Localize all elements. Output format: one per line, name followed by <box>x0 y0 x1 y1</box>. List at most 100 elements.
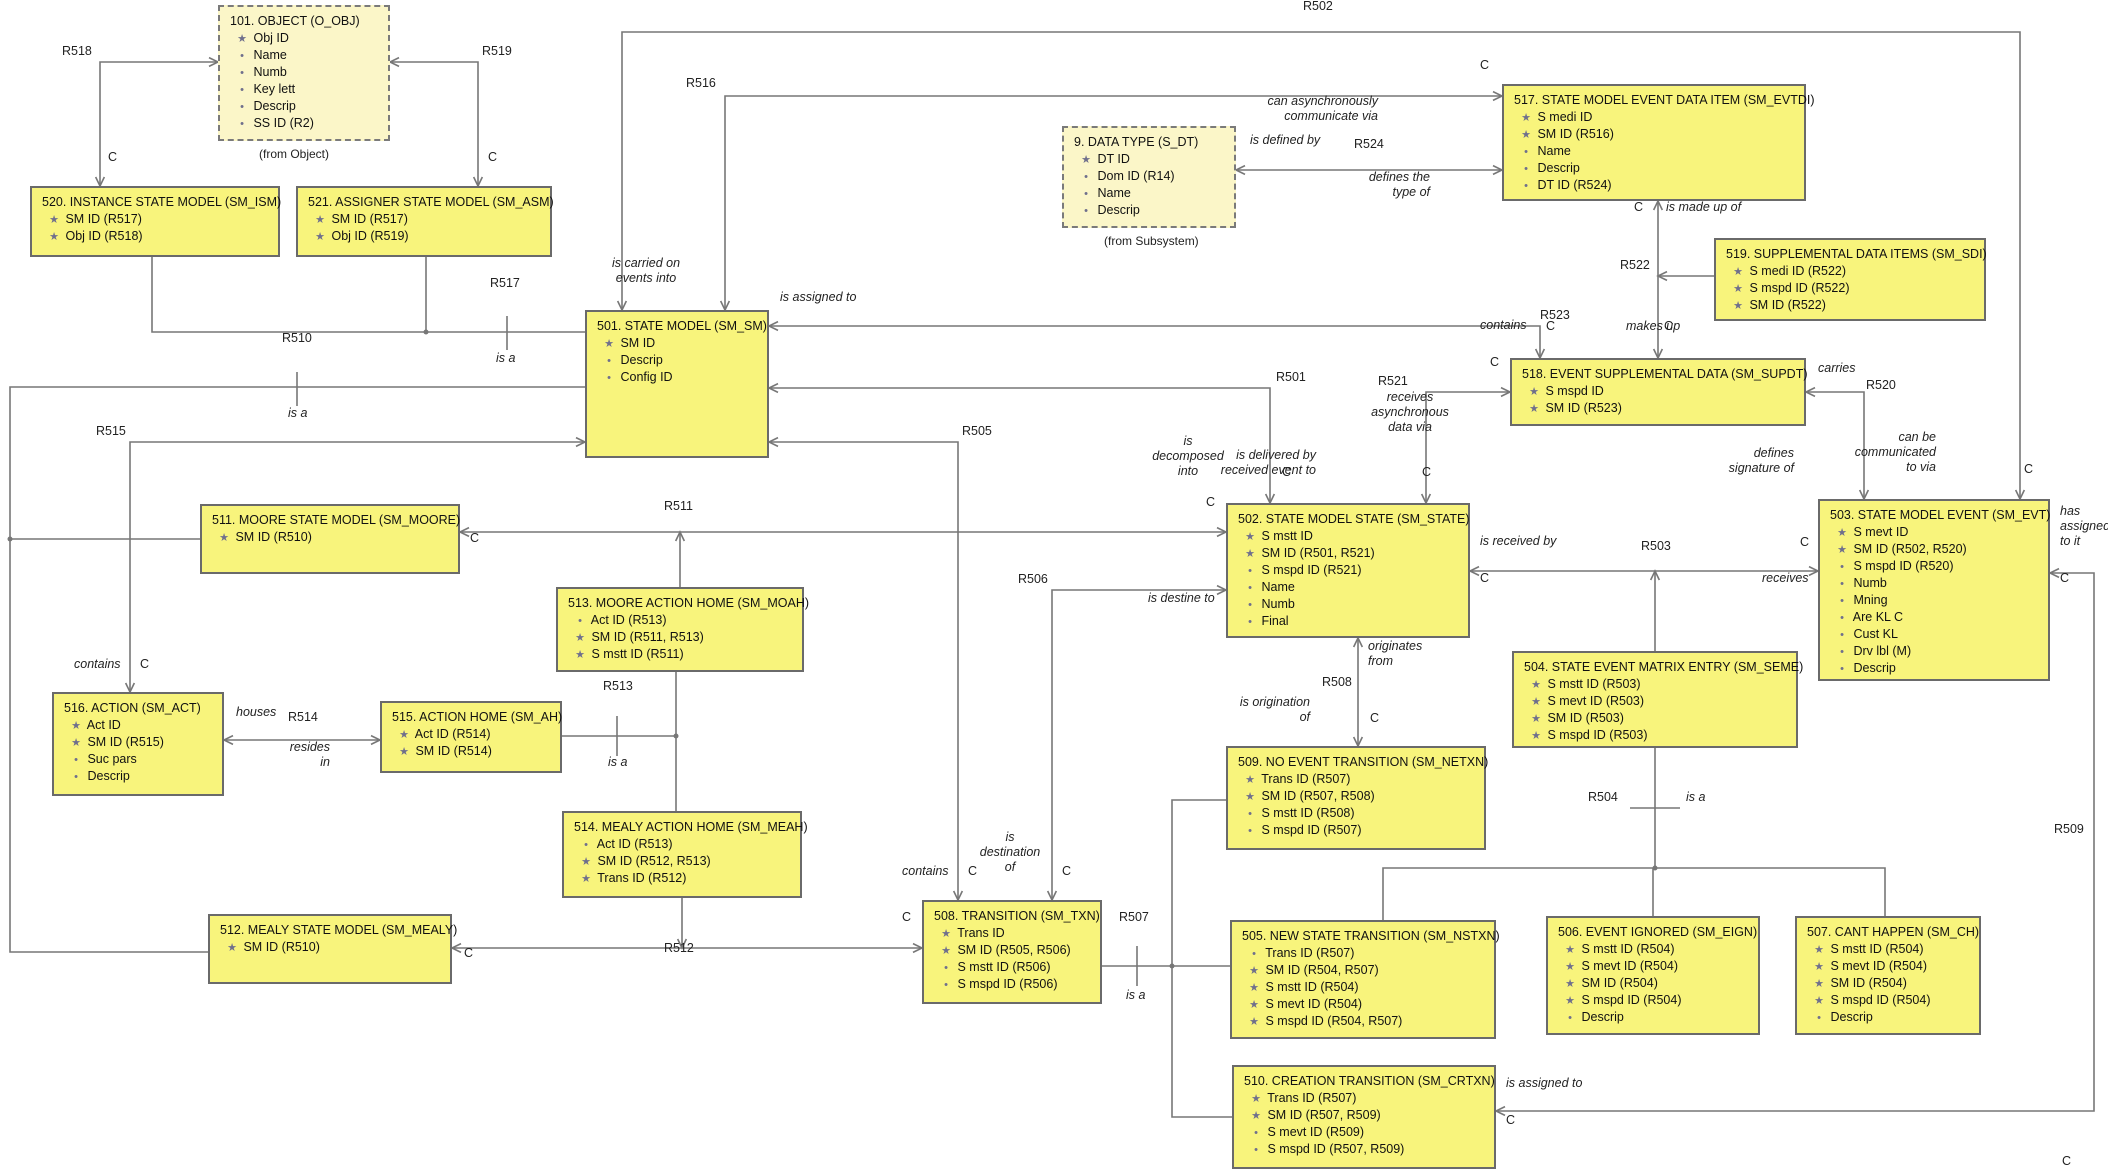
label-r502: R502 <box>1303 0 1333 13</box>
label-c: C <box>968 864 978 878</box>
attribute-item: • Name <box>234 47 378 64</box>
attribute-item: ★ SM ID (R504, R507) <box>1246 962 1484 979</box>
key-star-icon: ★ <box>49 231 59 243</box>
bullet-icon: • <box>1084 205 1088 217</box>
label-is-a: is a <box>1686 790 1706 804</box>
attribute-list: ★ SM ID• Descrip• Config ID <box>597 335 757 386</box>
class-box-510[interactable]: 510. CREATION TRANSITION (SM_CRTXN)★ Tra… <box>1232 1065 1496 1169</box>
key-star-icon: ★ <box>1249 1016 1259 1028</box>
class-box-511[interactable]: 511. MOORE STATE MODEL (SM_MOORE)★ SM ID… <box>200 504 460 574</box>
label-r508: R508 <box>1322 675 1352 689</box>
class-box-513[interactable]: 513. MOORE ACTION HOME (SM_MOAH)• Act ID… <box>556 587 809 672</box>
label-is-received-by: is received by <box>1480 534 1557 548</box>
label-c: C <box>1800 535 1810 549</box>
label-r518: R518 <box>62 44 92 58</box>
bullet-icon: • <box>1840 663 1844 675</box>
key-star-icon: ★ <box>581 873 591 885</box>
arrowhead <box>458 526 470 538</box>
attribute-list: ★ S mspd ID★ SM ID (R523) <box>1522 383 1794 417</box>
class-title: 508. TRANSITION (SM_TXN) <box>934 909 1100 923</box>
class-title: 503. STATE MODEL EVENT (SM_EVT) <box>1830 508 2051 522</box>
package-note: (from Object) <box>259 147 330 161</box>
attribute-item: ★ S mstt ID (R504) <box>1811 941 1969 958</box>
attribute-item: • Descrip <box>1811 1009 1969 1026</box>
class-box-101[interactable]: 101. OBJECT (O_OBJ)★ Obj ID• Name• Numb•… <box>218 5 390 141</box>
class-box-505[interactable]: 505. NEW STATE TRANSITION (SM_NSTXN)• Tr… <box>1230 920 1500 1039</box>
class-title: 514. MEALY ACTION HOME (SM_MEAH) <box>574 820 808 834</box>
bullet-icon: • <box>584 839 588 851</box>
key-star-icon: ★ <box>1251 1093 1261 1105</box>
attribute-item: ★ Trans ID (R512) <box>578 870 790 887</box>
bullet-icon: • <box>1817 1012 1821 1024</box>
class-title: 515. ACTION HOME (SM_AH) <box>392 710 563 724</box>
attribute-item: • Name <box>1242 579 1458 596</box>
class-box-502[interactable]: 502. STATE MODEL STATE (SM_STATE)★ S mst… <box>1226 503 1470 638</box>
label-r515: R515 <box>96 424 126 438</box>
class-box-9[interactable]: 9. DATA TYPE (S_DT)★ DT ID• Dom ID (R14)… <box>1062 126 1236 228</box>
label-can-be-comm: can be communicated to via <box>1854 430 1936 474</box>
class-box-503[interactable]: 503. STATE MODEL EVENT (SM_EVT) ★ S mevt … <box>1818 499 2050 681</box>
class-box-508[interactable]: 508. TRANSITION (SM_TXN)★ Trans ID★ SM I… <box>922 900 1102 1004</box>
class-box-512[interactable]: 512. MEALY STATE MODEL (SM_MEALY)★ SM ID… <box>208 914 457 984</box>
label-c: C <box>1480 571 1490 585</box>
label-c: C <box>1480 58 1490 72</box>
attribute-item: ★ S mevt ID (R504) <box>1811 958 1969 975</box>
attribute-item: • S mstt ID (R506) <box>938 959 1090 976</box>
attribute-item: • Descrip <box>601 352 757 369</box>
attribute-item: • Act ID (R513) <box>572 612 792 629</box>
key-star-icon: ★ <box>1733 266 1743 278</box>
attribute-item: ★ SM ID (R517) <box>312 211 540 228</box>
class-box-506[interactable]: 506. EVENT IGNORED (SM_EIGN)★ S mstt ID … <box>1546 916 1760 1035</box>
relationship-line <box>1496 572 2095 1112</box>
class-box-517[interactable]: 517. STATE MODEL EVENT DATA ITEM (SM_EVT… <box>1502 84 1815 201</box>
label-c: C <box>140 657 150 671</box>
key-star-icon: ★ <box>1565 978 1575 990</box>
attribute-item: ★ SM ID (R507, R508) <box>1242 788 1474 805</box>
label-r504: R504 <box>1588 790 1618 804</box>
label-c: C <box>1282 465 1292 479</box>
key-star-icon: ★ <box>941 928 951 940</box>
class-title: 506. EVENT IGNORED (SM_EIGN) <box>1558 925 1758 939</box>
bullet-icon: • <box>607 372 611 384</box>
bullet-icon: • <box>240 118 244 130</box>
attribute-item: • Numb <box>1242 596 1458 613</box>
class-box-520[interactable]: 520. INSTANCE STATE MODEL (SM_ISM)★ SM I… <box>30 186 281 257</box>
key-star-icon: ★ <box>1565 944 1575 956</box>
label-c: C <box>1206 495 1216 509</box>
attribute-item: ★ SM ID (R503) <box>1528 710 1786 727</box>
key-star-icon: ★ <box>1249 965 1259 977</box>
class-box-519[interactable]: 519. SUPPLEMENTAL DATA ITEMS (SM_SDI)★ S… <box>1714 238 1987 321</box>
relationship-line <box>769 325 1541 358</box>
class-box-509[interactable]: 509. NO EVENT TRANSITION (SM_NETXN)★ Tra… <box>1226 746 1488 850</box>
attribute-item: ★ S mstt ID <box>1242 528 1458 545</box>
label-c: C <box>902 910 912 924</box>
key-star-icon: ★ <box>1081 154 1091 166</box>
attribute-item: ★ S mspd ID (R504) <box>1562 992 1748 1009</box>
arrowhead <box>1649 569 1661 581</box>
bullet-icon: • <box>240 67 244 79</box>
attribute-list: ★ S mevt ID★ SM ID (R502, R520)• S mspd … <box>1830 524 2038 677</box>
class-box-518[interactable]: 518. EVENT SUPPLEMENTAL DATA (SM_SUPDT)★… <box>1510 358 1808 426</box>
arrowhead <box>674 530 686 542</box>
key-star-icon: ★ <box>1814 944 1824 956</box>
key-star-icon: ★ <box>1245 774 1255 786</box>
label-assigned-to2: is assigned to <box>1506 1076 1583 1090</box>
attribute-item: • Descrip <box>1834 660 2038 677</box>
class-box-514[interactable]: 514. MEALY ACTION HOME (SM_MEAH)• Act ID… <box>562 811 808 898</box>
key-star-icon: ★ <box>49 214 59 226</box>
label-makes-up: makes up <box>1626 319 1681 333</box>
class-box-521[interactable]: 521. ASSIGNER STATE MODEL (SM_ASM)★ SM I… <box>296 186 554 257</box>
bullet-icon: • <box>944 962 948 974</box>
attribute-item: • Descrip <box>1518 160 1794 177</box>
attribute-list: ★ S mstt ID★ SM ID (R501, R521)• S mspd … <box>1238 528 1458 630</box>
label-r501: R501 <box>1276 370 1306 384</box>
label-r519: R519 <box>482 44 512 58</box>
label-c: C <box>1490 355 1500 369</box>
class-box-504[interactable]: 504. STATE EVENT MATRIX ENTRY (SM_SEME)★… <box>1512 651 1803 748</box>
label-contains: contains <box>74 657 121 671</box>
class-box-501[interactable]: 501. STATE MODEL (SM_SM)★ SM ID• Descrip… <box>585 310 769 458</box>
class-box-516[interactable]: 516. ACTION (SM_ACT)★ Act ID★ SM ID (R51… <box>52 692 224 796</box>
attribute-list: ★ Obj ID• Name• Numb• Key lett• Descrip•… <box>230 30 378 132</box>
class-box-515[interactable]: 515. ACTION HOME (SM_AH)★ Act ID (R514)★… <box>380 701 562 773</box>
class-box-507[interactable]: 507. CANT HAPPEN (SM_CH)★ S mstt ID (R50… <box>1795 916 1981 1035</box>
